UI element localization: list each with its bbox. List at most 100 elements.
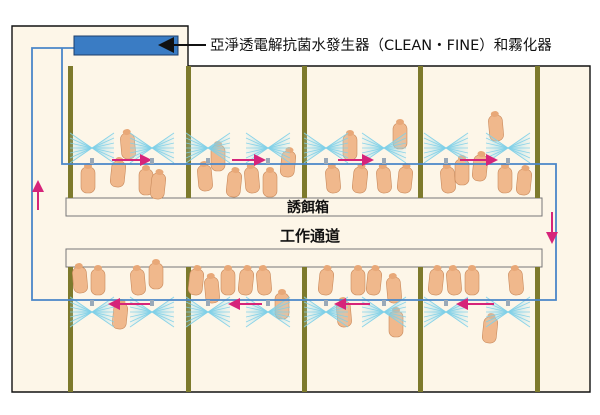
pen-partition <box>302 66 307 198</box>
mist-stream <box>303 132 327 149</box>
mist-stream <box>507 142 531 149</box>
mist-stream <box>69 137 93 149</box>
pig <box>220 265 236 296</box>
mist-nozzle <box>150 300 154 306</box>
pig <box>446 265 462 296</box>
mist-stream <box>129 137 153 149</box>
mist-stream <box>207 147 231 154</box>
mist-stream <box>507 147 531 154</box>
mist-stream <box>185 137 209 149</box>
flow-arrows <box>108 154 498 310</box>
mist-stream <box>245 147 269 159</box>
mist-stream <box>267 132 291 149</box>
mist-stream <box>445 311 469 328</box>
mist-stream <box>91 147 115 164</box>
mist-stream <box>151 147 175 164</box>
mist-stream <box>383 147 407 159</box>
mist-stream <box>507 132 531 149</box>
mist-stream <box>485 132 509 149</box>
pen-partition <box>418 66 423 198</box>
mist-stream <box>303 137 327 149</box>
mist-stream <box>207 306 231 313</box>
mist-stream <box>423 311 447 318</box>
mist-stream <box>507 301 531 313</box>
mist-stream <box>361 147 385 154</box>
mist-stream <box>485 311 509 328</box>
mist-nozzle <box>206 158 210 164</box>
mist-stream <box>303 311 327 323</box>
mist-stream <box>383 301 407 313</box>
mist-stream <box>129 306 153 313</box>
mist-stream <box>423 142 447 149</box>
mist-stream <box>69 147 93 159</box>
mist-stream <box>445 142 469 149</box>
mist-stream <box>303 311 327 328</box>
pig <box>204 273 220 304</box>
mist-stream <box>267 137 291 149</box>
pen-partition <box>186 267 191 392</box>
pig <box>350 265 366 296</box>
pig <box>471 151 489 182</box>
mist-stream <box>361 311 385 318</box>
nozzle-group <box>90 158 510 306</box>
pen-partition <box>535 267 540 392</box>
mist-stream <box>267 147 291 154</box>
mist-stream <box>69 306 93 313</box>
mist-stream <box>129 142 153 149</box>
mist-stream <box>361 311 385 328</box>
mist-stream <box>267 147 291 159</box>
mist-stream <box>91 311 115 318</box>
mist-stream <box>129 311 153 328</box>
mist-stream <box>185 142 209 149</box>
mist-stream <box>185 147 209 154</box>
mist-stream <box>69 311 93 318</box>
generator-label: 亞淨透電解抗菌水發生器（CLEAN・FINE）和霧化器 <box>210 37 552 54</box>
mist-stream <box>383 311 407 318</box>
pig <box>317 265 335 296</box>
pig <box>90 265 106 296</box>
mist-stream <box>129 311 153 318</box>
pig <box>225 167 243 198</box>
mist-stream <box>69 301 93 313</box>
mist-stream <box>507 311 531 318</box>
pen-partition <box>68 267 73 392</box>
mist-stream <box>383 306 407 313</box>
pen-partition <box>418 267 423 392</box>
mist-nozzle <box>266 158 270 164</box>
mist-stream <box>383 311 407 323</box>
mist-stream <box>69 147 93 164</box>
mist-nozzle <box>324 300 328 306</box>
mist-stream <box>207 147 231 159</box>
mist-nozzle <box>506 300 510 306</box>
mist-stream <box>325 311 349 318</box>
mist-stream <box>69 142 93 149</box>
mist-stream <box>267 311 291 318</box>
mist-nozzle <box>382 300 386 306</box>
aisle-label: 工作通道 <box>280 227 340 245</box>
mist-nozzle <box>506 158 510 164</box>
mist-stream <box>245 311 269 323</box>
pen-partition <box>68 66 73 198</box>
pig <box>464 265 480 296</box>
mist-stream <box>185 311 209 323</box>
mist-stream <box>423 137 447 149</box>
mist-stream <box>151 301 175 313</box>
mist-stream <box>151 142 175 149</box>
pen-partition <box>535 66 540 198</box>
mist-stream <box>185 311 209 328</box>
mist-stream <box>445 147 469 154</box>
mist-stream <box>69 311 93 323</box>
mist-stream <box>207 301 231 313</box>
mist-stream <box>91 137 115 149</box>
mist-stream <box>69 132 93 149</box>
mist-nozzle <box>382 158 386 164</box>
mist-stream <box>423 132 447 149</box>
mist-stream <box>91 147 115 159</box>
mist-stream <box>325 137 349 149</box>
mist-stream <box>325 311 349 328</box>
mist-stream <box>207 311 231 323</box>
pig <box>515 165 533 196</box>
pig <box>256 265 272 296</box>
mist-stream <box>445 311 469 323</box>
